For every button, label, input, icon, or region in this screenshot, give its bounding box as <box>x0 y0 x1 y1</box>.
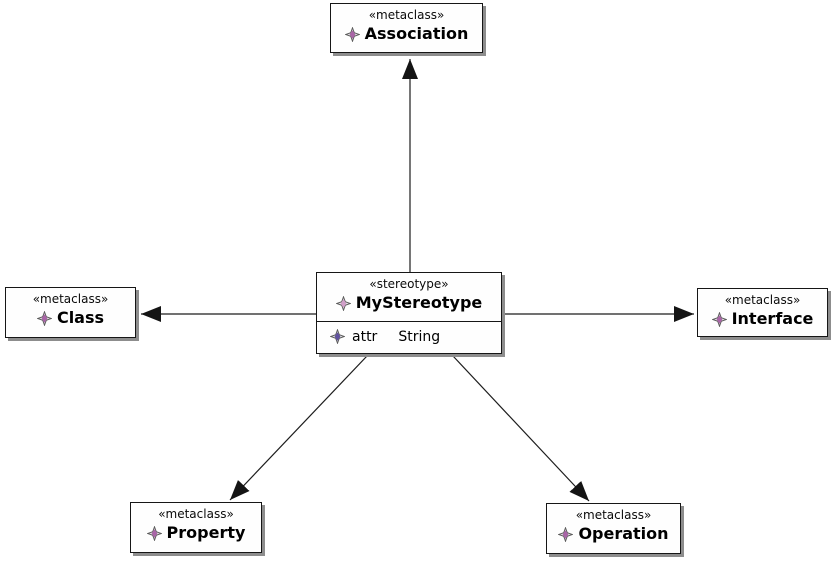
metaclass-keyword-label: «metaclass» <box>575 508 652 522</box>
metaclass-node-class[interactable]: «metaclass» Class <box>5 287 136 338</box>
stereotype-star-icon <box>335 295 351 311</box>
metaclass-keyword-label: «metaclass» <box>368 8 445 22</box>
metaclass-star-icon <box>146 525 162 541</box>
stereotype-node-mystereotype[interactable]: «stereotype» MyStereotype attr String <box>316 272 502 354</box>
metaclass-node-interface[interactable]: «metaclass» Interface <box>697 288 828 337</box>
star-core <box>340 298 347 308</box>
metaclass-star-icon <box>558 526 574 542</box>
node-name-label: Class <box>56 308 105 327</box>
node-name-label: Association <box>364 24 469 43</box>
star-core <box>716 314 722 324</box>
attribute-icon <box>330 329 345 344</box>
star-core <box>151 528 157 538</box>
metaclass-node-operation[interactable]: «metaclass» Operation <box>546 503 681 554</box>
metaclass-node-property[interactable]: «metaclass» Property <box>130 502 262 553</box>
metaclass-keyword-label: «metaclass» <box>724 293 801 307</box>
star-core <box>334 332 341 341</box>
metaclass-keyword-label: «metaclass» <box>32 292 109 306</box>
metaclass-star-icon <box>344 26 360 42</box>
extension-edge-property[interactable] <box>229 355 368 501</box>
attribute-name-label[interactable]: attr <box>352 328 378 345</box>
extension-edge-operation[interactable] <box>452 355 590 502</box>
stereotype-attribute-compartment: attr String <box>317 322 501 351</box>
metaclass-star-icon <box>36 310 52 326</box>
metaclass-node-association[interactable]: «metaclass» Association <box>330 3 483 53</box>
node-name-label: Operation <box>578 524 669 543</box>
node-name-label: Property <box>166 523 246 542</box>
stereotype-keyword-label: «stereotype» <box>369 277 449 291</box>
stereotype-name-compartment: «stereotype» MyStereotype <box>317 273 501 322</box>
star-core <box>563 529 569 539</box>
node-name-label: Interface <box>731 309 814 328</box>
metaclass-star-icon <box>711 311 727 327</box>
star-core <box>349 29 356 39</box>
attribute-type-label: String <box>398 328 441 345</box>
star-core <box>41 313 48 323</box>
metaclass-keyword-label: «metaclass» <box>158 507 234 521</box>
node-name-label: MyStereotype <box>355 293 483 312</box>
